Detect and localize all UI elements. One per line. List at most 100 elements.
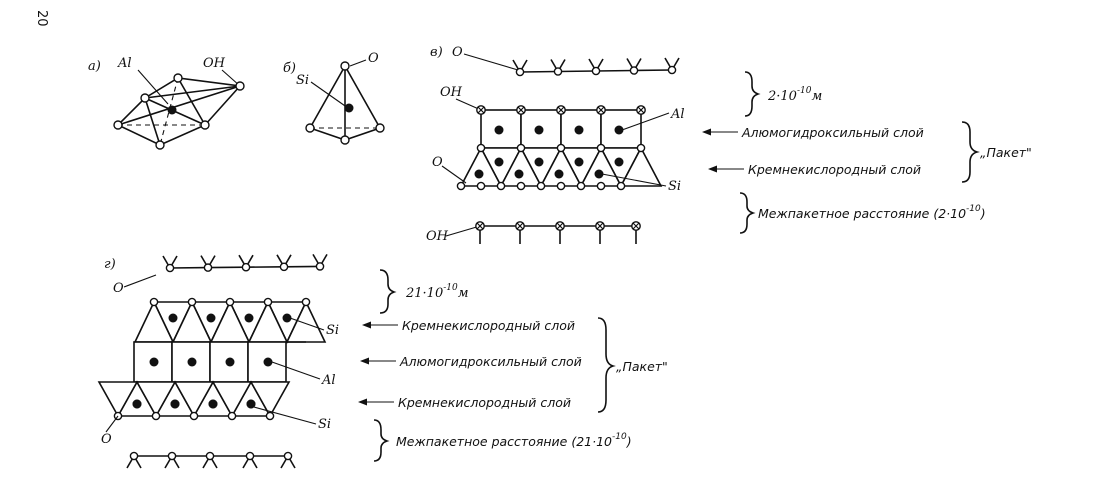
panel-g-package-label: „Пакет"	[616, 359, 668, 374]
panel-g-o-top-label: O	[113, 281, 124, 296]
cation-dot	[494, 157, 504, 167]
tetrahedral-cell-down	[173, 381, 215, 418]
oxygen-atom	[636, 143, 646, 153]
oxygen-atom	[205, 451, 215, 461]
oxygen-atom	[629, 66, 639, 75]
oxygen-atom	[516, 143, 526, 153]
panel-a-octahedron: а) Al OH	[88, 56, 245, 150]
cation-dot	[263, 357, 273, 367]
oxygen-atom	[265, 411, 275, 421]
tetrahedral-cell-down	[97, 381, 139, 418]
oxygen-atom	[496, 181, 506, 191]
panel-v-dim-top: 2·10-10м	[767, 86, 822, 104]
cation-dot	[574, 157, 584, 167]
cation-dot	[208, 399, 218, 409]
oxygen-atom	[576, 181, 586, 191]
oxygen-atom	[167, 451, 177, 461]
cation-dot	[534, 125, 544, 135]
panel-g-dim-top: 21·10-10м	[405, 283, 469, 301]
panel-g-si-bottom-label: Si	[318, 417, 331, 432]
oxygen-atom	[151, 411, 161, 421]
panel-g-layer-si-bottom-caption: Кремнекислородный слой	[398, 395, 571, 410]
cation-dot	[246, 399, 256, 409]
panel-v-layer-si-caption: Кремнекислородный слой	[748, 162, 921, 177]
panel-b-si-label: Si	[296, 73, 309, 88]
cation-dot	[514, 169, 524, 179]
panel-v-o-top-label: O	[452, 45, 463, 60]
oxygen-atom	[225, 297, 235, 307]
oxygen-atom	[553, 67, 563, 76]
oxygen-atom	[556, 143, 566, 153]
panel-a-atom	[173, 73, 183, 83]
tetrahedral-cell-up	[619, 146, 663, 187]
cation-dot	[534, 157, 544, 167]
oxygen-atom	[245, 451, 255, 461]
cation-dot	[244, 313, 254, 323]
panel-b-atom	[375, 123, 385, 133]
panel-a-letter: а)	[88, 59, 101, 74]
cation-dot	[474, 169, 484, 179]
panel-a-atom	[235, 81, 245, 91]
panel-b-atom	[340, 135, 350, 145]
panel-g-three-layer: г) O Si Al Si O 21·10-10м Кремнекислород…	[97, 253, 668, 469]
panel-v-tetrahedral-layer	[456, 143, 663, 191]
oxygen-atom	[189, 411, 199, 421]
panel-v-octahedral-layer	[476, 105, 646, 149]
oxygen-atom	[187, 297, 197, 307]
oxygen-atom	[515, 67, 525, 77]
panel-b-atom	[340, 61, 350, 71]
cation-dot	[225, 357, 235, 367]
panel-b-tetrahedron: б) Si O	[283, 51, 385, 145]
panel-v-two-layer: в) O OH Al O Si OH 2·10-10м Алюмогидрокс…	[426, 45, 1032, 244]
panel-v-oh-top-label: OH	[440, 85, 463, 100]
oxygen-atom	[203, 263, 213, 272]
oxygen-atom	[241, 262, 251, 272]
cation-dot	[614, 125, 624, 135]
oxygen-atom	[149, 297, 159, 307]
panel-g-interpacket: Межпакетное расстояние (21·10-10)	[396, 432, 632, 449]
page-number: 20	[34, 10, 49, 27]
panel-b-atom	[305, 123, 315, 133]
oxygen-atom	[536, 181, 546, 191]
cation-dot	[132, 399, 142, 409]
panel-a-atom	[140, 93, 150, 103]
oxygen-atom	[227, 411, 237, 421]
panel-v-bottom-oh-row	[475, 221, 641, 244]
cation-dot	[594, 169, 604, 179]
oxygen-atom	[283, 451, 293, 461]
panel-v-oh-bottom-label: OH	[426, 229, 449, 244]
oxygen-atom	[129, 451, 139, 461]
oxygen-atom	[476, 181, 486, 191]
panel-b-o-label: O	[368, 51, 379, 66]
panel-b-letter: б)	[283, 61, 296, 76]
panel-a-oh-label: OH	[203, 56, 226, 71]
panel-v-si-label: Si	[668, 179, 681, 194]
oxygen-atom	[263, 297, 273, 307]
panel-g-layer-al-caption: Алюмогидроксильный слой	[399, 354, 582, 369]
cation-dot	[494, 125, 504, 135]
tetrahedral-cell-down	[211, 381, 253, 418]
cation-dot	[149, 357, 159, 367]
panel-a-atom	[200, 120, 210, 130]
oxygen-atom	[596, 143, 606, 153]
oxygen-atom	[301, 297, 311, 307]
oxygen-atom	[279, 262, 289, 272]
cation-dot	[554, 169, 564, 179]
oxygen-atom	[596, 181, 606, 191]
cation-dot	[168, 313, 178, 323]
panel-g-al-label: Al	[321, 373, 336, 388]
oxygen-atom	[591, 66, 601, 76]
cation-dot	[170, 399, 180, 409]
oxygen-atom	[476, 143, 486, 153]
oxygen-atom	[616, 181, 626, 191]
cation-dot	[614, 157, 624, 167]
panel-g-letter: г)	[104, 257, 116, 272]
panel-a-al-label: Al	[117, 56, 132, 71]
panel-g-bottom-tetrahedral-layer	[97, 380, 291, 421]
tetrahedral-cell-down	[249, 381, 291, 418]
panel-v-top-tetra-row	[512, 57, 680, 77]
oxygen-atom	[667, 65, 677, 75]
panel-v-layer-al-caption: Алюмогидроксильный слой	[741, 125, 924, 140]
panel-v-interpacket: Межпакетное расстояние (2·10-10)	[758, 204, 986, 221]
cation-dot	[282, 313, 292, 323]
